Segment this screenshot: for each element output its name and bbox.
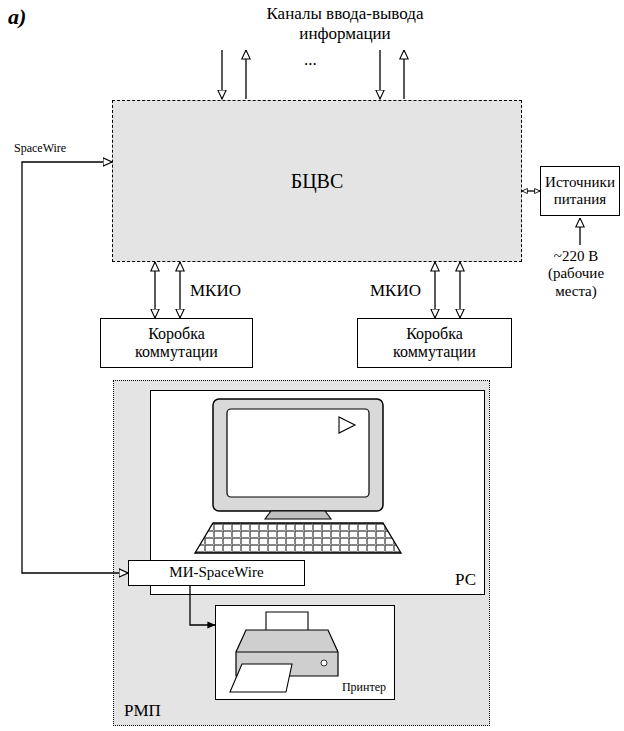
- pc-box: РС МИ-SpaceWire: [150, 390, 485, 595]
- node-text: Коробка коммутации: [122, 325, 232, 362]
- figure-letter: а): [8, 4, 26, 29]
- node-text: БЦВС: [291, 170, 344, 193]
- workstation-region: РМП РС МИ-SpaceWire Принтер: [113, 380, 490, 726]
- printer-illustration: [216, 606, 346, 698]
- printer-box: Принтер: [215, 605, 395, 700]
- junction-box: Коробка коммутации: [100, 318, 253, 368]
- node-text: Принтер: [342, 681, 386, 695]
- power-supply-box: Источники питания: [540, 166, 620, 216]
- channel-arrow: [245, 50, 246, 99]
- node-text: Источники питания: [545, 174, 615, 209]
- channel-arrow: [221, 50, 222, 99]
- node-text: РМП: [124, 701, 161, 721]
- computer-illustration: [151, 391, 486, 559]
- connector: [459, 262, 460, 318]
- edge-label: SpaceWire: [14, 142, 66, 156]
- connector: [434, 262, 435, 318]
- node-text: Коробка коммутации: [380, 325, 490, 362]
- connector: [154, 262, 155, 318]
- node-text: РС: [455, 570, 476, 590]
- junction-box: Коробка коммутации: [357, 318, 512, 368]
- channel-arrow: [403, 50, 404, 99]
- channel-label: Каналы ввода-вывода информации: [230, 4, 460, 43]
- connector: [22, 162, 128, 573]
- interface-module-box: МИ-SpaceWire: [128, 560, 305, 586]
- power-arrow: [579, 218, 580, 245]
- node-text: МИ-SpaceWire: [169, 564, 263, 581]
- power-label: ~220 В (рабочие места): [532, 248, 620, 300]
- computer-system-box: БЦВС: [112, 100, 522, 262]
- ellipsis: ...: [304, 50, 317, 70]
- channel-arrow: [379, 50, 380, 99]
- edge-label: МКИО: [190, 281, 241, 301]
- connector: [179, 262, 180, 318]
- connector: [190, 586, 215, 625]
- edge-label: МКИО: [370, 281, 421, 301]
- connector: [522, 190, 540, 191]
